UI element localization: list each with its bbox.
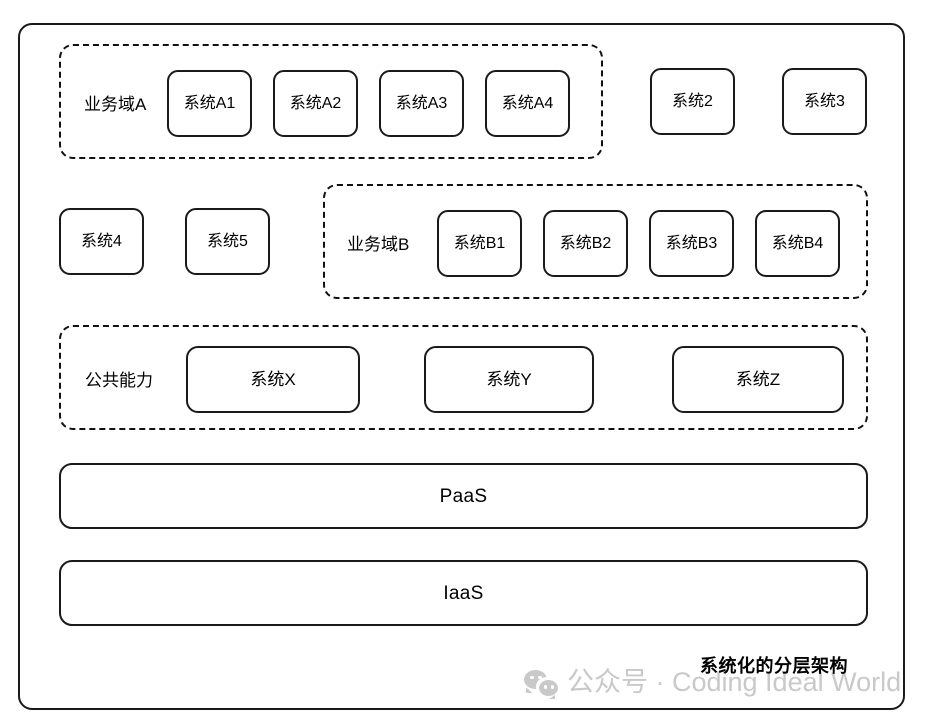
system-box-2[interactable]: 系统2 [650,68,735,135]
layer-bar-paas[interactable]: PaaS [59,463,868,529]
business-domain-b-label: 业务域B [347,235,410,254]
system-box-a1[interactable]: 系统A1 [167,70,252,137]
system-box-b4[interactable]: 系统B4 [755,210,840,277]
system-box-5[interactable]: 系统5 [185,208,270,275]
system-box-b2[interactable]: 系统B2 [543,210,628,277]
system-box-a3[interactable]: 系统A3 [379,70,464,137]
system-box-4[interactable]: 系统4 [59,208,144,275]
business-domain-b-group: 业务域B 系统B1 系统B2 系统B3 系统B4 [323,184,868,299]
system-box-z[interactable]: 系统Z [672,346,844,413]
common-capability-group: 公共能力 系统X 系统Y 系统Z [59,325,868,430]
business-domain-a-label: 业务域A [84,95,147,114]
system-box-y[interactable]: 系统Y [424,346,594,413]
system-box-3[interactable]: 系统3 [782,68,867,135]
architecture-diagram-frame: 业务域A 系统A1 系统A2 系统A3 系统A4 系统2 系统3 系统4 系统5… [18,23,905,710]
layer-bar-iaas[interactable]: IaaS [59,560,868,626]
system-box-a4[interactable]: 系统A4 [485,70,570,137]
common-capability-label: 公共能力 [85,371,153,390]
system-box-b1[interactable]: 系统B1 [437,210,522,277]
diagram-caption: 系统化的分层架构 [700,656,848,676]
system-box-x[interactable]: 系统X [186,346,360,413]
system-box-b3[interactable]: 系统B3 [649,210,734,277]
business-domain-a-group: 业务域A 系统A1 系统A2 系统A3 系统A4 [59,44,603,159]
system-box-a2[interactable]: 系统A2 [273,70,358,137]
